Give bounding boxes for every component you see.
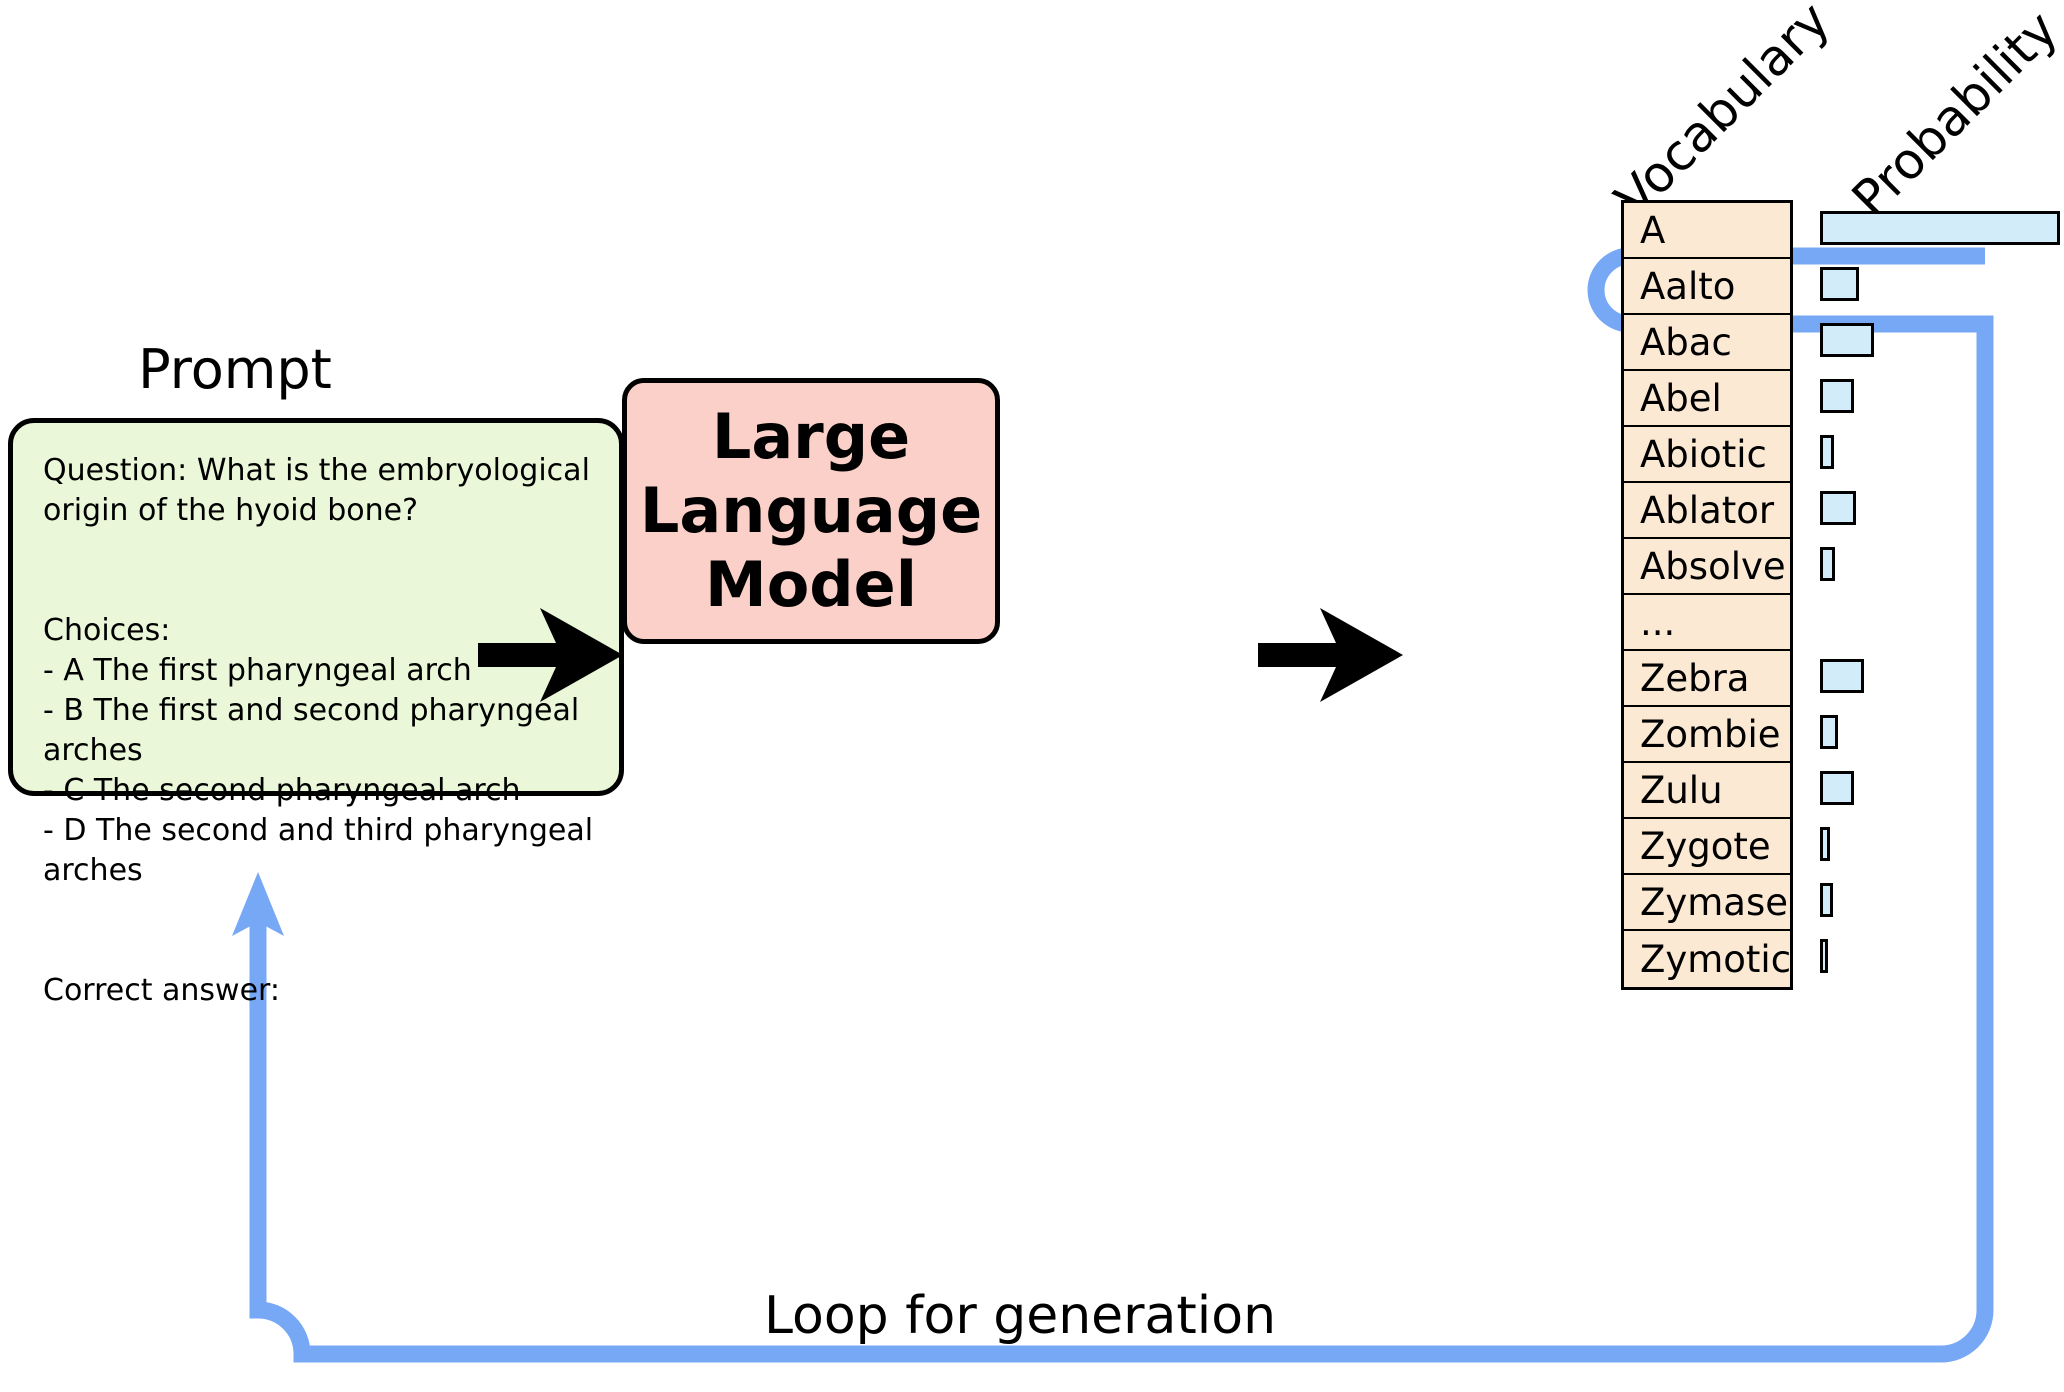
vocabulary-cell[interactable]: ... bbox=[1624, 595, 1790, 651]
probability-bar bbox=[1820, 491, 1857, 525]
probability-bar bbox=[1820, 547, 1835, 581]
vocabulary-cell[interactable]: Abiotic bbox=[1624, 427, 1790, 483]
probability-row bbox=[1796, 368, 2064, 424]
probability-row bbox=[1796, 704, 2064, 760]
probability-row bbox=[1796, 200, 2064, 256]
probability-row bbox=[1796, 760, 2064, 816]
probability-bar bbox=[1820, 379, 1854, 413]
probability-row bbox=[1796, 536, 2064, 592]
vocabulary-cell[interactable]: Zebra bbox=[1624, 651, 1790, 707]
vocabulary-cell[interactable]: A bbox=[1624, 203, 1790, 259]
vocabulary-cell[interactable]: Aalto bbox=[1624, 259, 1790, 315]
probability-bar-column bbox=[1796, 200, 2064, 984]
vocabulary-cell[interactable]: Zombie bbox=[1624, 707, 1790, 763]
arrow-prompt-to-model bbox=[478, 600, 638, 714]
arrow-model-to-output bbox=[1258, 600, 1418, 714]
column-header-vocabulary: Vocabulary bbox=[1603, 0, 1841, 228]
prompt-box: Question: What is the embryological orig… bbox=[8, 418, 624, 1008]
probability-bar bbox=[1820, 435, 1834, 469]
probability-row bbox=[1796, 480, 2064, 536]
probability-bar bbox=[1820, 659, 1864, 693]
vocabulary-cell[interactable]: Abel bbox=[1624, 371, 1790, 427]
vocabulary-cell[interactable]: Zymase bbox=[1624, 875, 1790, 931]
vocabulary-cell[interactable]: Abac bbox=[1624, 315, 1790, 371]
probability-row bbox=[1796, 648, 2064, 704]
probability-row bbox=[1796, 872, 2064, 928]
probability-row bbox=[1796, 592, 2064, 648]
probability-bar bbox=[1820, 211, 2060, 245]
prompt-text: Question: What is the embryological orig… bbox=[43, 453, 594, 1008]
prompt-title: Prompt bbox=[138, 338, 332, 401]
vocabulary-cell[interactable]: Absolve bbox=[1624, 539, 1790, 595]
probability-row bbox=[1796, 312, 2064, 368]
probability-bar bbox=[1820, 883, 1833, 917]
probability-bar bbox=[1820, 939, 1828, 973]
probability-bar bbox=[1820, 771, 1854, 805]
vocabulary-cell[interactable]: Ablator bbox=[1624, 483, 1790, 539]
probability-bar bbox=[1820, 323, 1874, 357]
loop-label: Loop for generation bbox=[763, 1286, 1277, 1346]
probability-row bbox=[1796, 816, 2064, 872]
probability-row bbox=[1796, 256, 2064, 312]
probability-row bbox=[1796, 928, 2064, 984]
probability-bar bbox=[1820, 827, 1830, 861]
vocabulary-cell[interactable]: Zulu bbox=[1624, 763, 1790, 819]
probability-bar bbox=[1820, 267, 1859, 301]
probability-bar bbox=[1820, 715, 1838, 749]
vocabulary-cell[interactable]: Zygote bbox=[1624, 819, 1790, 875]
probability-row bbox=[1796, 424, 2064, 480]
vocabulary-cell[interactable]: Zymotic bbox=[1624, 931, 1790, 987]
column-header-probability: Probability bbox=[1840, 0, 2064, 228]
